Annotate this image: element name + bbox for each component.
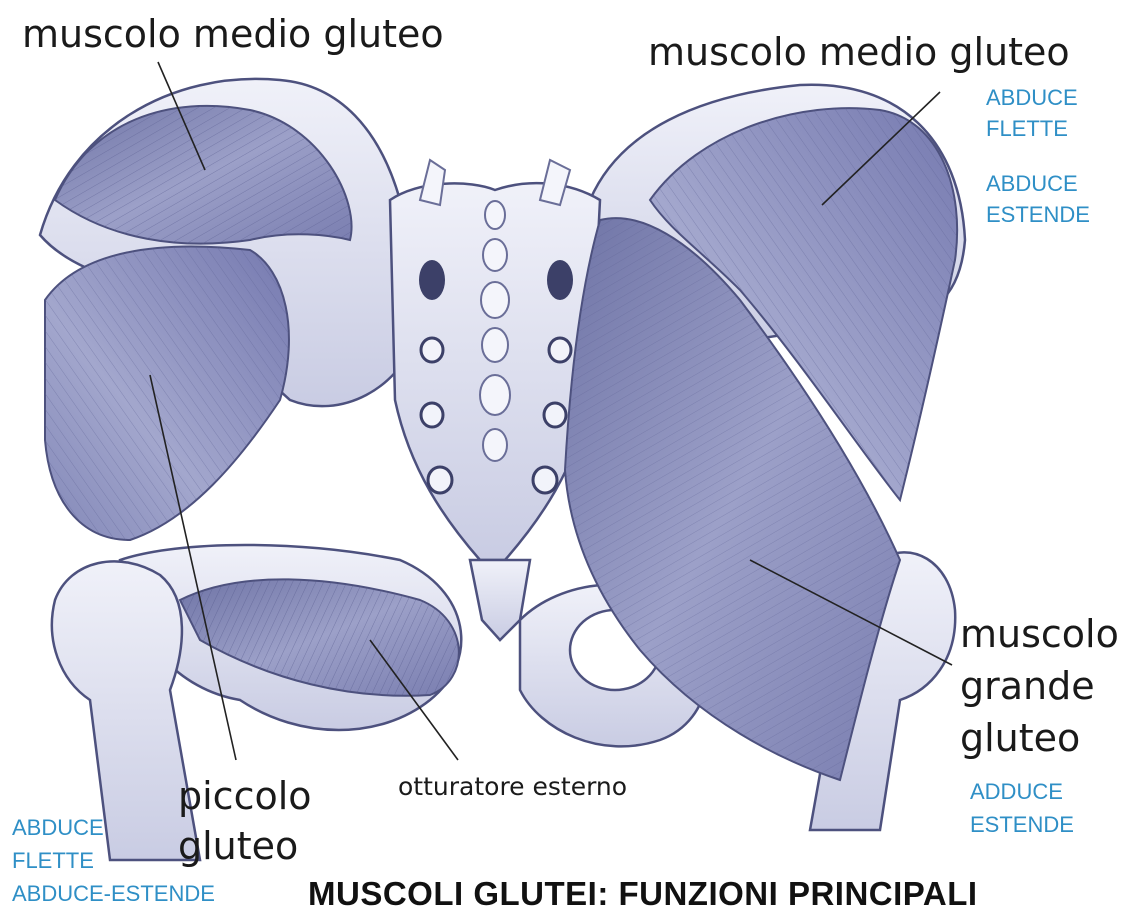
label-medio-gluteo-right: muscolo medio gluteo — [648, 32, 1070, 72]
function-medio-right-4: ESTENDE — [986, 199, 1090, 230]
page-title: MUSCOLI GLUTEI: FUNZIONI PRINCIPALI — [308, 875, 978, 913]
label-grande-line3: gluteo — [960, 718, 1080, 758]
label-piccolo-line2: gluteo — [178, 826, 298, 866]
function-medio-right-2: FLETTE — [986, 113, 1068, 144]
label-otturatore-esterno: otturatore esterno — [398, 772, 627, 801]
label-medio-gluteo-left: muscolo medio gluteo — [22, 14, 444, 54]
function-grande-1: ADDUCE — [970, 776, 1063, 807]
function-piccolo-2: FLETTE — [12, 845, 94, 876]
label-grande-line1: muscolo — [960, 614, 1119, 654]
function-medio-right-3: ABDUCE — [986, 168, 1078, 199]
function-medio-right-1: ABDUCE — [986, 82, 1078, 113]
label-grande-line2: grande — [960, 666, 1095, 706]
function-piccolo-3: ABDUCE-ESTENDE — [12, 878, 215, 909]
function-grande-2: ESTENDE — [970, 809, 1074, 840]
function-piccolo-1: ABDUCE — [12, 812, 104, 843]
label-piccolo-line1: piccolo — [178, 776, 312, 816]
